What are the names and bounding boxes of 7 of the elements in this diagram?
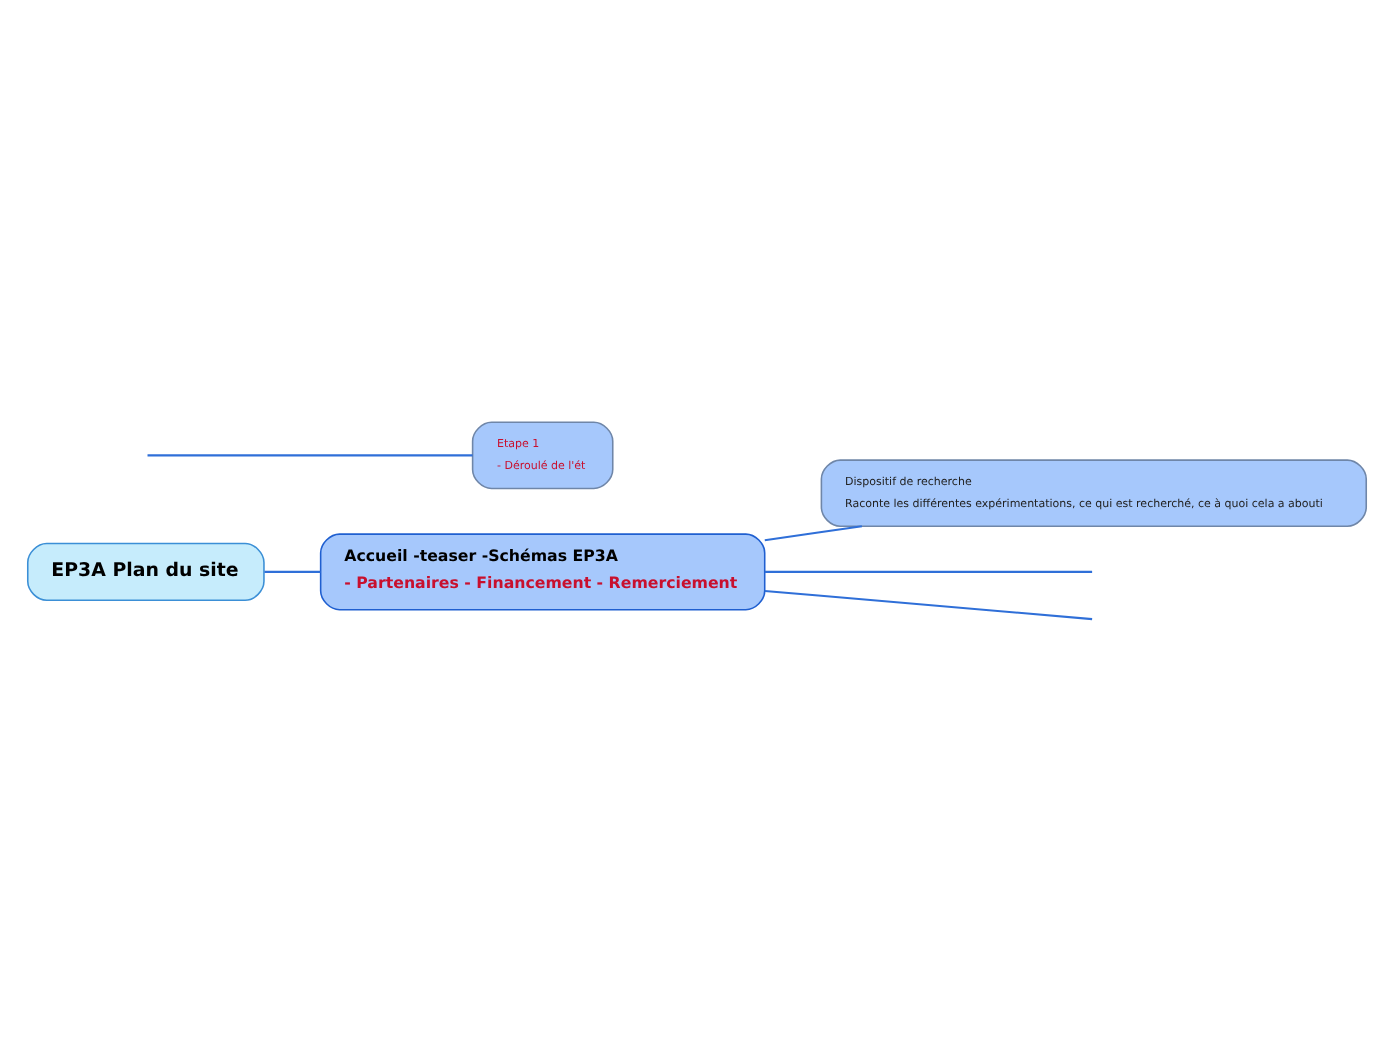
connector — [264, 569, 321, 572]
connector — [147, 453, 473, 456]
node-box: EP3A Plan du site — [26, 541, 265, 601]
node-box: Accueil -teaser -Schémas EP3A - Partenaires - Financement - Remerciement — [319, 532, 766, 610]
connector — [764, 569, 1093, 572]
connector — [764, 588, 1093, 620]
connector — [764, 524, 863, 541]
